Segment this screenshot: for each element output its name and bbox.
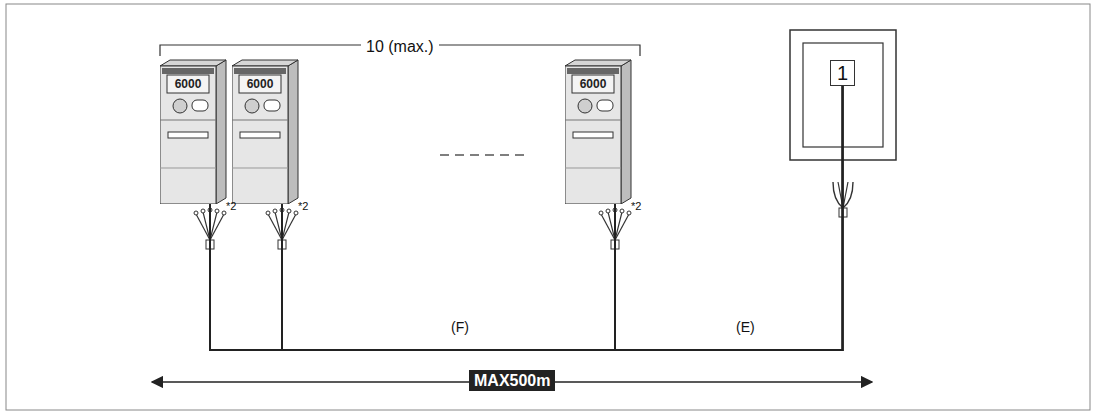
bus-cable [282, 86, 843, 350]
callout-number: 1 [837, 62, 848, 84]
display-reading: 6000 [573, 76, 613, 92]
footnote-mark: *2 [298, 200, 308, 213]
cable-label: (E) [731, 318, 760, 337]
inverter: 6000 [160, 58, 228, 204]
inverter: 6000 [232, 58, 300, 204]
footnote-mark: *2 [631, 200, 641, 213]
monitor-label-box: 1 [830, 60, 855, 86]
footnote-mark: *2 [226, 200, 236, 213]
length-label: MAX500m [469, 370, 555, 391]
display-reading: 6000 [240, 76, 280, 92]
display-reading: 6000 [168, 76, 208, 92]
frame [6, 4, 1090, 410]
count-note: 10 (max.) [361, 36, 439, 57]
bus-cable [615, 86, 843, 350]
ellipsis-dashes [440, 154, 528, 156]
bus-cable [210, 86, 843, 350]
cable-label: (F) [446, 318, 474, 337]
inverter: 6000 [565, 58, 633, 204]
